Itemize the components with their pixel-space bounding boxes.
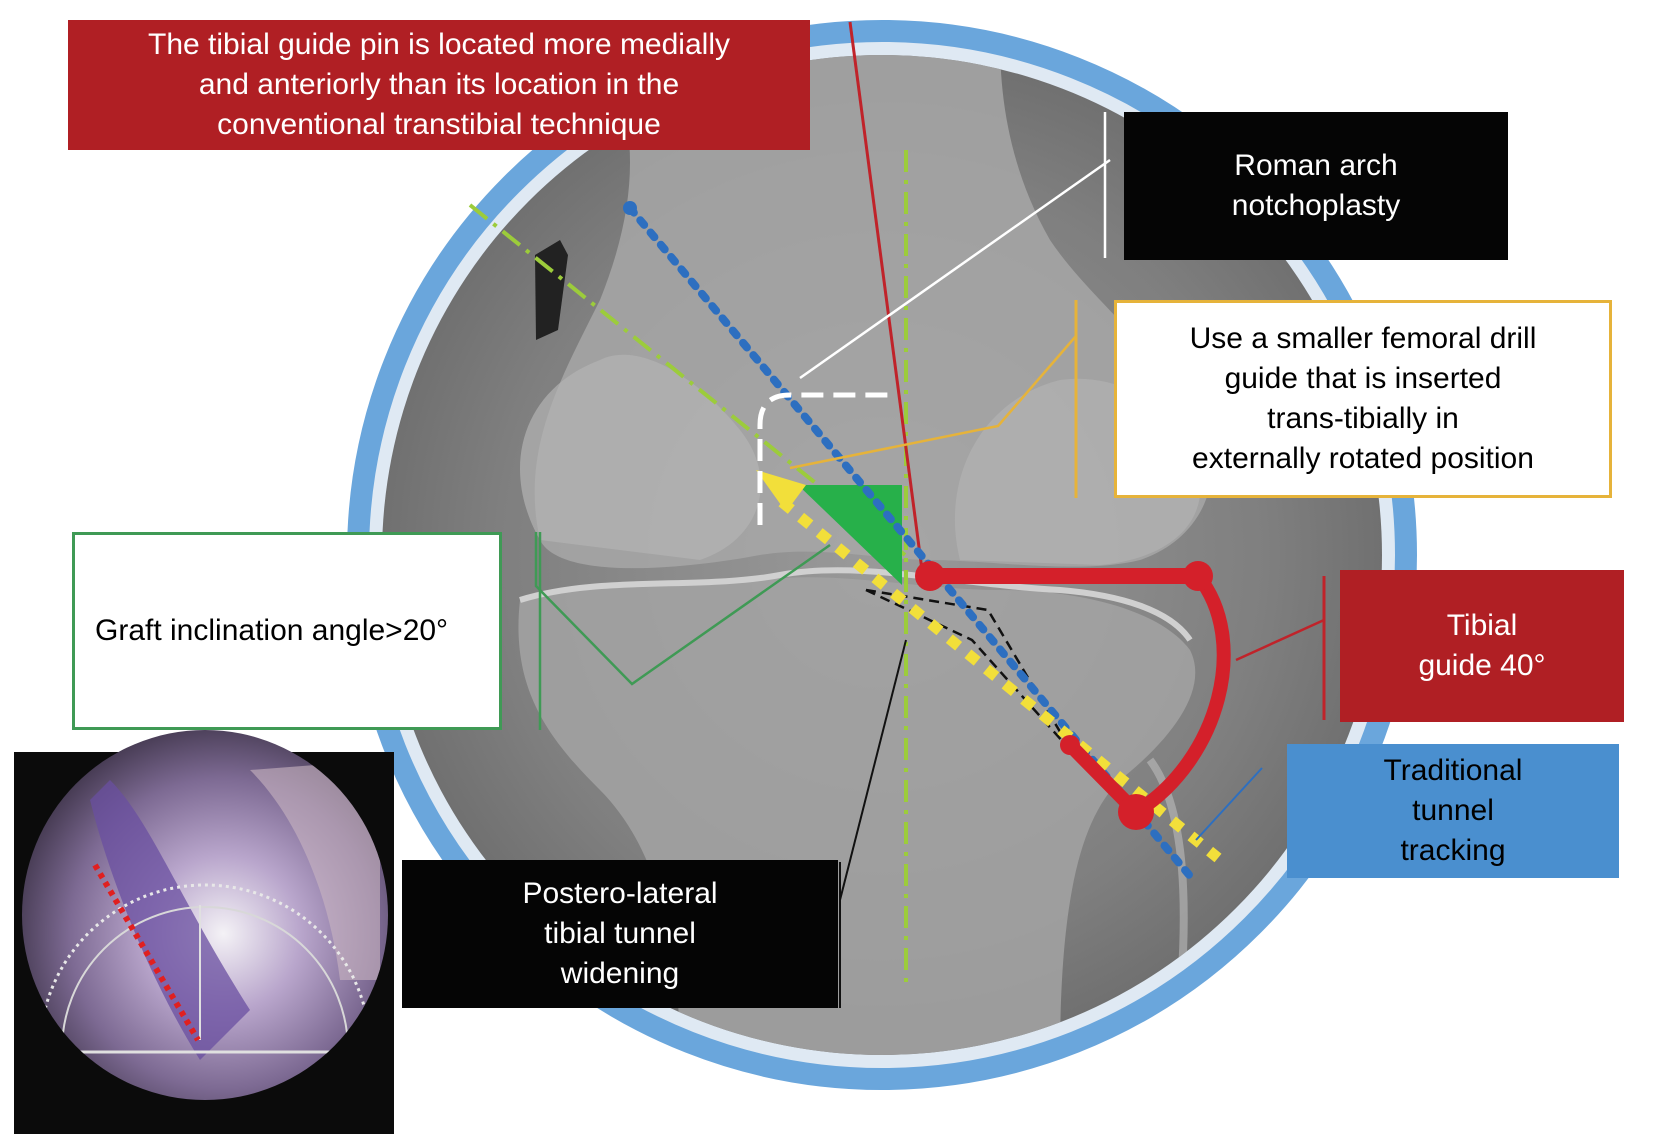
tibial-guide-curve	[1129, 569, 1231, 819]
tibial-guide-knob-3	[1118, 794, 1154, 830]
tibial-guide-knob-2	[1183, 561, 1213, 591]
inset-protractor-inner	[61, 906, 349, 1051]
tibial-guide-arc	[915, 561, 1231, 830]
callout-graft-inclination-angle: Graft inclination angle>20°	[72, 532, 502, 730]
callout-tibial-guide-pin: The tibial guide pin is located more med…	[68, 20, 810, 150]
callout-postero-lateral-widening: Postero-lateral tibial tunnel widening	[402, 860, 838, 1008]
callout-line: Use a smaller femoral drill	[1189, 322, 1537, 355]
medial-femoral-condyle	[520, 354, 761, 560]
joint-line	[519, 567, 1193, 642]
callout-line: trans-tibially in	[1267, 402, 1459, 435]
callout-roman-arch-notchoplasty: Roman arch notchoplasty	[1124, 112, 1508, 260]
leader-roman-arch	[799, 158, 1111, 380]
leader-tibial-guide	[1235, 618, 1325, 662]
vertical-guide-line	[848, 21, 924, 571]
graft-arrowhead	[756, 470, 806, 512]
callout-line: notchoplasty	[1231, 189, 1401, 222]
callout-femoral-drill-guide: Use a smaller femoral drill guide that i…	[1114, 300, 1612, 498]
leader-traditional	[1195, 767, 1263, 841]
notchplasty-bracket	[757, 392, 888, 525]
callout-line: tibial tunnel	[544, 917, 696, 950]
tibial-guide-knob-1	[915, 561, 945, 591]
graft-angle-triangle	[798, 485, 902, 585]
callout-line: Roman arch	[1234, 149, 1398, 182]
callout-line: tracking	[1400, 834, 1506, 867]
tunnel-widening-outline-lower	[865, 588, 1073, 753]
leader-femoral-guide	[789, 335, 1077, 470]
callout-line: guide 40°	[1418, 649, 1546, 682]
inset-ligament	[90, 780, 250, 1060]
inset-graft-angle-line	[92, 863, 201, 1042]
callout-line: tunnel	[1412, 794, 1494, 827]
callout-traditional-tunnel-tracking: Traditional tunnel tracking	[1287, 744, 1619, 878]
leader-graft-angle	[534, 532, 831, 686]
arthroscopic-inset	[14, 730, 394, 1134]
callout-line: Postero-lateral	[522, 877, 718, 910]
traditional-tunnel-entry	[623, 201, 637, 215]
callout-line: conventional transtibial technique	[217, 108, 661, 141]
callout-line: The tibial guide pin is located more med…	[148, 28, 730, 61]
callout-line: widening	[560, 957, 680, 990]
callout-line: Tibial	[1446, 609, 1518, 642]
inset-protractor	[38, 883, 372, 1051]
callout-line: Graft inclination angle>20°	[95, 614, 449, 647]
callout-line: externally rotated position	[1192, 442, 1534, 475]
callout-line: Traditional	[1383, 754, 1523, 787]
callout-tibial-guide: Tibial guide 40°	[1340, 570, 1624, 722]
callout-line: and anteriorly than its location in the	[198, 68, 680, 101]
leader-postero	[839, 639, 907, 901]
tibial-guide-knob-4	[1060, 735, 1080, 755]
inset-tissue	[250, 760, 380, 980]
callout-line: guide that is inserted	[1224, 362, 1502, 395]
